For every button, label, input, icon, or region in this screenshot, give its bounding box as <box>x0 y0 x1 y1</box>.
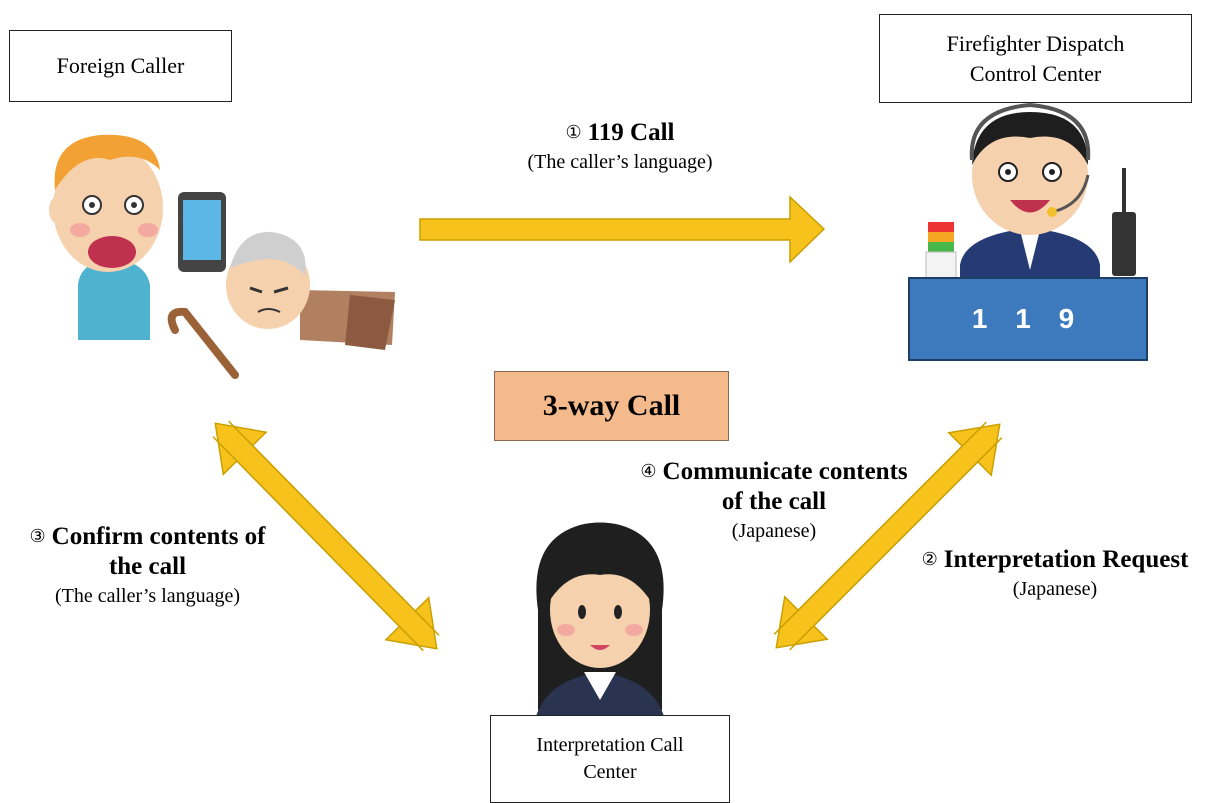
desk-number: 1 1 9 <box>971 303 1085 334</box>
arrow-interpretation-request <box>773 421 1003 651</box>
step1-number: ① <box>565 122 582 142</box>
step2-number: ② <box>921 549 938 569</box>
step4-number: ④ <box>640 461 657 481</box>
step4-title-line2: of the call <box>721 488 827 515</box>
dispatcher-illustration <box>908 102 1148 361</box>
dispatch-center-box: Firefighter Dispatch Control Center <box>879 14 1192 103</box>
step4-sub: (Japanese) <box>731 520 817 542</box>
step2-sub: (Japanese) <box>1012 578 1098 600</box>
three-way-call-label: 3-way Call <box>542 389 681 422</box>
step3-number: ③ <box>29 526 46 546</box>
arrow-119-call <box>419 195 826 264</box>
interpretation-center-box: Interpretation Call Center <box>490 715 730 803</box>
three-way-call-box: 3-way Call <box>494 371 729 441</box>
step3-sub: (The caller’s language) <box>54 585 241 607</box>
step3-title-line2: the call <box>108 553 187 580</box>
step1-sub: (The caller’s language) <box>527 151 713 173</box>
foreign-caller-box: Foreign Caller <box>9 30 232 102</box>
interpreter-illustration <box>535 522 665 720</box>
interpretation-center-label-line2: Center <box>583 761 637 783</box>
step1-title: 119 Call <box>587 119 675 146</box>
step3-title-line1: Confirm contents of <box>51 523 266 550</box>
step4-title-line1: Communicate contents <box>662 458 908 485</box>
dispatch-center-label-line2: Control Center <box>969 60 1102 86</box>
step2-title: Interpretation Request <box>943 546 1189 573</box>
arrow-confirm-contents <box>212 420 440 652</box>
foreign-caller-label: Foreign Caller <box>56 53 185 79</box>
interpretation-center-label-line1: Interpretation Call <box>536 734 684 756</box>
dispatch-center-label-line1: Firefighter Dispatch <box>946 30 1125 56</box>
foreign-caller-illustration <box>49 134 395 379</box>
